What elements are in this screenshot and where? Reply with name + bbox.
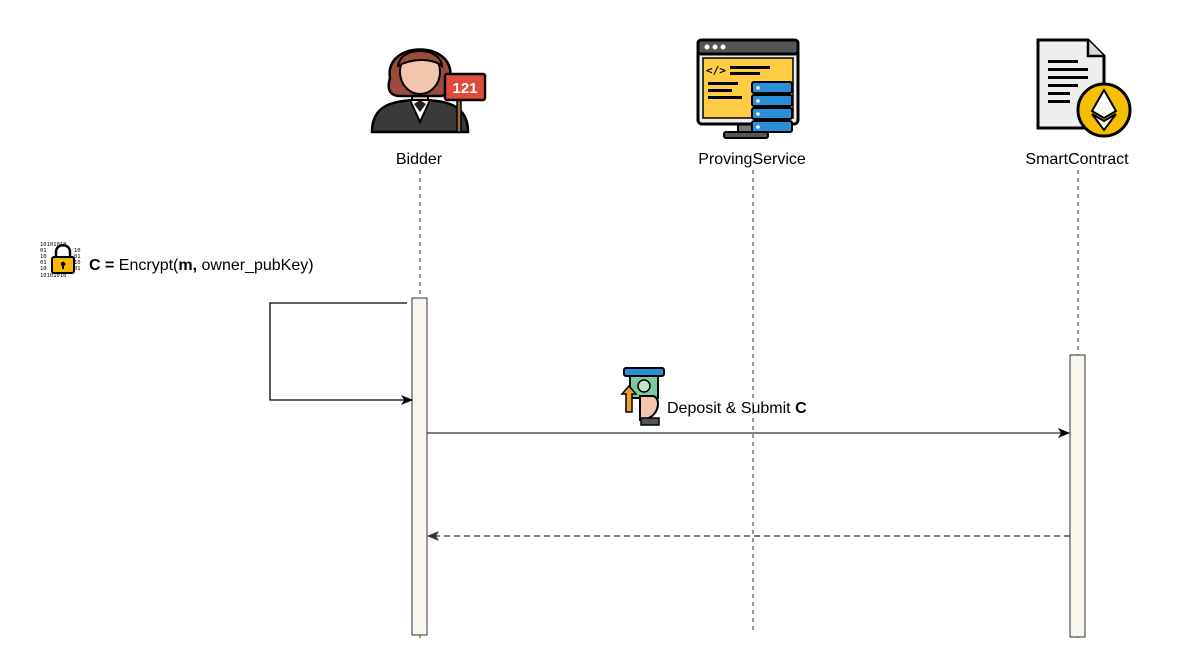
svg-text:</>: </> <box>706 64 726 77</box>
svg-text:10: 10 <box>74 260 81 266</box>
bidder-activation-bar <box>411 297 428 636</box>
self-message-arrow <box>269 302 413 405</box>
svg-text:01: 01 <box>74 254 81 260</box>
svg-text:10101010: 10101010 <box>40 242 67 248</box>
svg-text:10: 10 <box>74 248 81 254</box>
svg-text:10: 10 <box>40 266 47 272</box>
svg-text:10: 10 <box>40 254 47 260</box>
bidder-icon: 121 <box>370 48 487 134</box>
svg-text:01: 01 <box>40 260 47 266</box>
code-server-icon: </> <box>696 38 800 139</box>
smart-contract-activation-bar <box>1069 354 1086 638</box>
svg-text:10101010: 10101010 <box>40 273 67 279</box>
auction-paddle-number: 121 <box>452 80 477 97</box>
svg-text:01: 01 <box>40 248 47 254</box>
encrypt-message-label: C = Encrypt(m, owner_pubKey) <box>89 257 314 274</box>
ethereum-contract-icon <box>1036 38 1132 138</box>
atm-deposit-icon <box>620 367 665 426</box>
svg-text:01: 01 <box>74 266 81 272</box>
participant-label-proving-service: ProvingService <box>698 151 806 168</box>
deposit-message-label: Deposit & Submit C <box>667 400 807 417</box>
participant-label-smart-contract: SmartContract <box>1025 151 1129 168</box>
participant-label-bidder: Bidder <box>396 151 443 168</box>
